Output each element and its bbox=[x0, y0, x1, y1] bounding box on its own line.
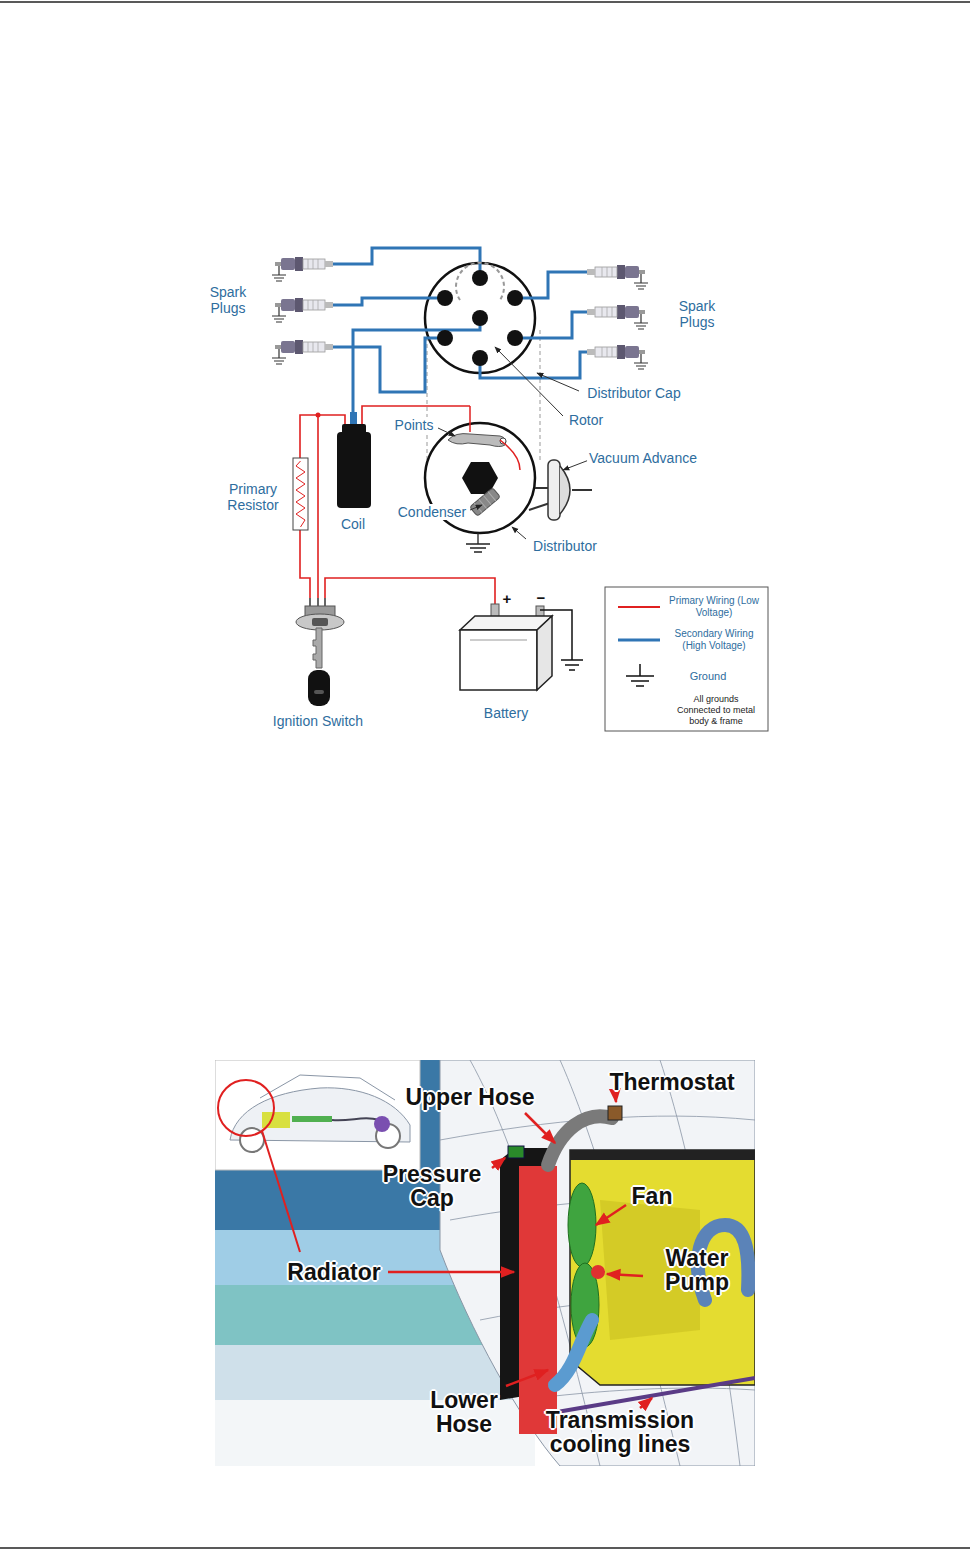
page-rule bbox=[0, 1, 970, 3]
part-label: Vacuum Advance bbox=[587, 450, 699, 466]
part-label: Primary Resistor bbox=[222, 481, 284, 513]
part-label: Coil bbox=[339, 516, 367, 532]
legend-sample bbox=[618, 639, 660, 642]
legend-sample bbox=[618, 606, 660, 608]
legend-text: Secondary Wiring (High Voltage) bbox=[668, 628, 760, 652]
ignition-figure bbox=[272, 248, 768, 731]
part-label: Radiator bbox=[287, 1260, 380, 1284]
terminal-sign: − bbox=[537, 589, 546, 606]
ground-symbol bbox=[626, 664, 654, 686]
legend-text: Ground bbox=[690, 670, 727, 682]
part-label: Points bbox=[393, 417, 436, 433]
page-rule bbox=[0, 1547, 970, 1549]
legend-text: Primary Wiring (Low Voltage) bbox=[668, 595, 760, 619]
part-label: Condenser bbox=[396, 504, 469, 520]
part-label: Battery bbox=[482, 705, 530, 721]
part-label: Spark Plugs bbox=[671, 298, 723, 330]
part-label: Transmission cooling lines bbox=[531, 1408, 709, 1456]
part-label: Pressure Cap bbox=[371, 1162, 493, 1210]
part-label: Upper Hose bbox=[405, 1085, 534, 1109]
legend-note: All grounds Connected to metal body & fr… bbox=[671, 694, 761, 726]
part-label: Distributor Cap bbox=[585, 385, 682, 401]
part-label: Fan bbox=[632, 1184, 673, 1208]
part-label: Ignition Switch bbox=[271, 713, 365, 729]
part-label: Lower Hose bbox=[416, 1388, 512, 1436]
part-label: Thermostat bbox=[609, 1070, 734, 1094]
cooling-figure bbox=[215, 1060, 755, 1466]
part-label: Spark Plugs bbox=[202, 284, 254, 316]
terminal-sign: + bbox=[503, 590, 512, 607]
legend-frame bbox=[605, 587, 768, 731]
part-label: Rotor bbox=[567, 412, 605, 428]
part-label: Water Pump bbox=[641, 1246, 753, 1294]
part-label: Distributor bbox=[531, 538, 599, 554]
